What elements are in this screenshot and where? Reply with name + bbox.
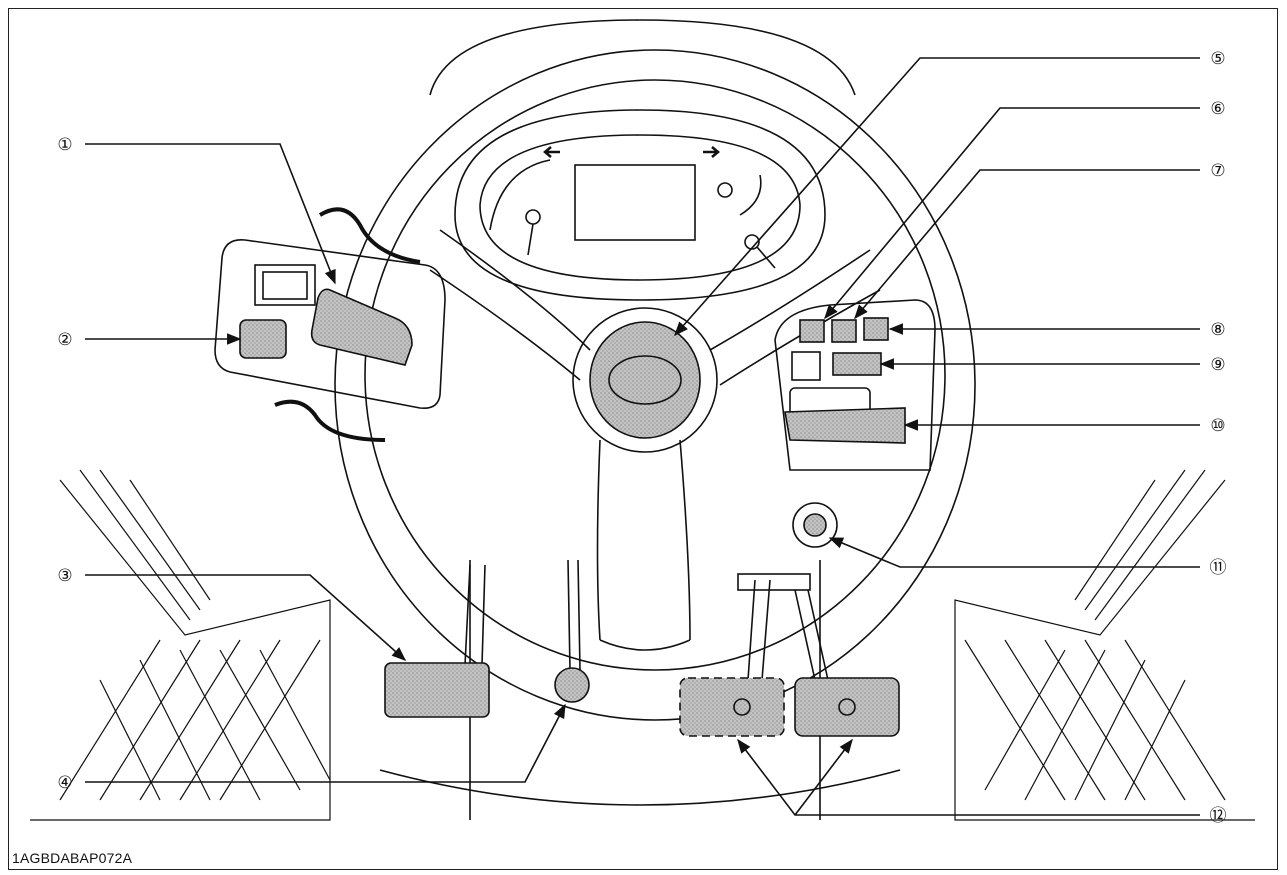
leader-5 — [674, 57, 1200, 337]
highlighted-pedal-3 — [384, 662, 490, 718]
callout-4: ④ — [57, 773, 72, 793]
highlighted-control-10 — [784, 407, 906, 444]
instrument-cluster-outline — [454, 109, 826, 301]
leader-1 — [85, 143, 336, 285]
callout-2: ② — [57, 330, 72, 350]
dashboard-hood — [429, 19, 856, 96]
callout-10: ⑩ — [1210, 416, 1225, 436]
turn-indicator-right-icon — [703, 146, 720, 158]
figure-code: 1AGBDABAP072A — [12, 850, 133, 866]
steering-wheel-outer — [334, 49, 976, 721]
figure-frame — [8, 8, 1278, 870]
callout-7: ⑦ — [1210, 161, 1225, 181]
steering-wheel-inner — [364, 79, 946, 671]
pedal-stem-left — [464, 564, 486, 666]
highlighted-control-8 — [863, 317, 889, 341]
leader-6 — [824, 107, 1200, 320]
leader-7 — [854, 169, 1200, 320]
switch-slot — [254, 264, 316, 306]
pedal-stem-right-b — [794, 589, 829, 681]
instrument-cluster-inner — [479, 134, 801, 281]
steering-spoke-left — [429, 229, 591, 381]
k-logo — [608, 355, 682, 405]
callout-labels: ① ② ③ ④ ⑤ ⑥ ⑦ ⑧ ⑨ ⑩ ⑪ ⑫ — [57, 49, 1226, 826]
pedal-stem-center — [567, 559, 581, 671]
steering-spoke-bottom — [596, 439, 691, 651]
steering-spoke-right — [709, 249, 881, 386]
tachometer-gauge — [489, 159, 551, 231]
break-mark-top — [318, 207, 421, 264]
highlighted-control-7 — [831, 319, 857, 343]
callout-5: ⑤ — [1210, 49, 1225, 69]
lcd-display — [574, 164, 696, 241]
highlighted-control-9 — [832, 352, 882, 376]
leader-3 — [85, 574, 407, 661]
left-floor-mat — [30, 469, 331, 821]
tacho-needle-hub — [525, 209, 541, 225]
pedal-stem-right-a — [747, 579, 771, 681]
highlighted-pedals-12 — [679, 677, 785, 737]
callout-1: ① — [57, 135, 72, 155]
brake-lock-latch — [737, 573, 811, 591]
callout-9: ⑨ — [1210, 355, 1225, 375]
horn-hub-ring — [572, 307, 718, 453]
highlighted-control-2 — [239, 319, 287, 359]
left-switch-panel — [214, 239, 446, 410]
highlighted-control-11 — [803, 513, 827, 537]
blank-switch — [791, 351, 821, 381]
right-floor-mat — [954, 469, 1255, 821]
leader-4 — [85, 703, 566, 783]
highlighted-control-1 — [310, 288, 413, 366]
key-switch-outer — [792, 502, 838, 548]
right-brake-pedal — [794, 677, 900, 737]
highlighted-control-5 — [589, 321, 701, 439]
leader-11 — [828, 537, 1200, 568]
callout-12: ⑫ — [1210, 806, 1227, 826]
break-mark-bottom — [274, 399, 386, 442]
highlighted-pedal-4 — [554, 667, 590, 703]
callout-11: ⑪ — [1210, 558, 1227, 578]
fuel-gauge-hub — [717, 182, 733, 198]
leader-12b — [794, 738, 853, 816]
highlighted-control-6 — [799, 319, 825, 343]
callout-3: ③ — [57, 566, 72, 586]
turn-indicator-left-icon — [543, 146, 560, 158]
callout-8: ⑧ — [1210, 320, 1225, 340]
callout-6: ⑥ — [1210, 99, 1225, 119]
